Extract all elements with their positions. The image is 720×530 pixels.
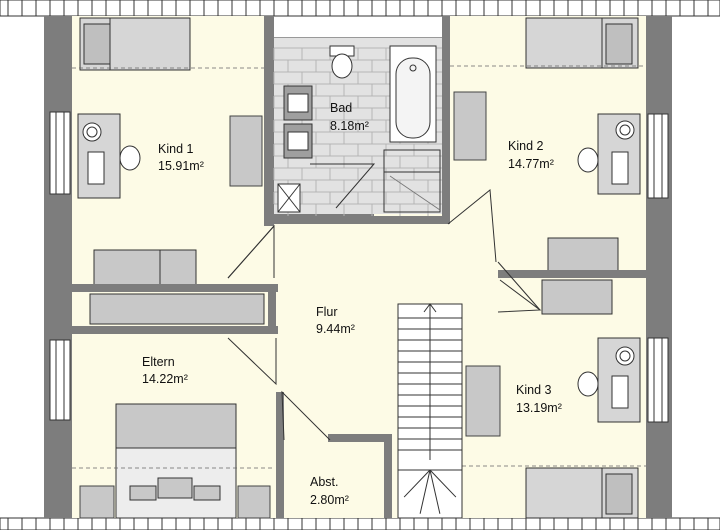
bed-kind-1 xyxy=(79,17,191,71)
wardrobe-kind-1 xyxy=(229,115,263,187)
window-bath-top xyxy=(271,15,445,39)
sink-2 xyxy=(283,123,313,159)
bath-wall-bottom-right xyxy=(374,216,450,224)
nightstand-left xyxy=(79,485,115,519)
window-left-lower xyxy=(49,339,71,421)
room-area: 14.77m² xyxy=(508,157,554,171)
bath-wall-right xyxy=(442,16,450,224)
room-name: Bad xyxy=(330,101,352,115)
wall-flur-left xyxy=(268,284,276,334)
sideboard-kind-1 xyxy=(93,249,197,287)
toilet xyxy=(329,45,355,79)
room-name: Kind 3 xyxy=(516,383,551,397)
wall-abst-top xyxy=(328,434,390,442)
shower xyxy=(277,183,301,213)
room-area: 14.22m² xyxy=(142,372,188,386)
room-area: 13.19m² xyxy=(516,401,562,415)
bed-kind-3 xyxy=(525,467,639,519)
wardrobe-kind-3 xyxy=(465,365,501,437)
window-left-upper xyxy=(49,111,71,195)
room-label-kind-3: Kind 3 13.19m² xyxy=(516,383,562,415)
bed-kind-2 xyxy=(525,17,639,69)
desk-kind-2 xyxy=(577,113,641,195)
nightstand-right xyxy=(237,485,271,519)
room-label-kind-1: Kind 1 15.91m² xyxy=(158,142,204,173)
double-bed-eltern xyxy=(115,403,237,519)
wall-abst-right xyxy=(384,434,392,518)
room-name: Kind 1 xyxy=(158,142,193,156)
window-right-lower xyxy=(647,337,669,423)
desk-kind-1 xyxy=(77,113,141,199)
room-area: 2.80m² xyxy=(310,493,349,507)
bath-wall-bottom xyxy=(264,214,374,224)
wardrobe-eltern xyxy=(89,293,265,325)
sideboard-kind-2 xyxy=(547,237,619,275)
staircase xyxy=(397,303,463,519)
room-area: 9.44m² xyxy=(316,322,355,336)
wall-kind1-flur xyxy=(72,284,278,292)
room-label-eltern: Eltern 14.22m² xyxy=(142,355,188,386)
window-right-upper xyxy=(647,113,669,199)
sink-1 xyxy=(283,85,313,121)
roof-edge-bottom xyxy=(0,517,720,530)
room-name: Abst. xyxy=(310,475,339,489)
desk-kind-3 xyxy=(577,337,641,423)
bathtub xyxy=(389,45,437,143)
outer-wall-left xyxy=(44,16,72,518)
room-label-kind-2: Kind 2 14.77m² xyxy=(508,139,554,171)
room-label-bad: Bad 8.18m² xyxy=(330,101,369,133)
room-name: Flur xyxy=(316,305,338,319)
room-area: 15.91m² xyxy=(158,159,204,173)
room-area: 8.18m² xyxy=(330,119,369,133)
room-name: Kind 2 xyxy=(508,139,543,153)
bath-wall-left xyxy=(264,16,274,226)
room-label-flur: Flur 9.44m² xyxy=(316,305,355,336)
wall-eltern-top xyxy=(72,326,278,334)
room-name: Eltern xyxy=(142,355,175,369)
wall-eltern-right xyxy=(276,392,284,518)
bath-cabinet xyxy=(383,149,441,213)
sideboard-kind-3 xyxy=(541,279,613,315)
room-label-abst: Abst. 2.80m² xyxy=(310,475,349,507)
wardrobe-kind-2 xyxy=(453,91,487,161)
outer-wall-right xyxy=(646,16,672,518)
roof-edge-top xyxy=(0,0,720,17)
wall-kind2-kind3 xyxy=(498,270,646,278)
